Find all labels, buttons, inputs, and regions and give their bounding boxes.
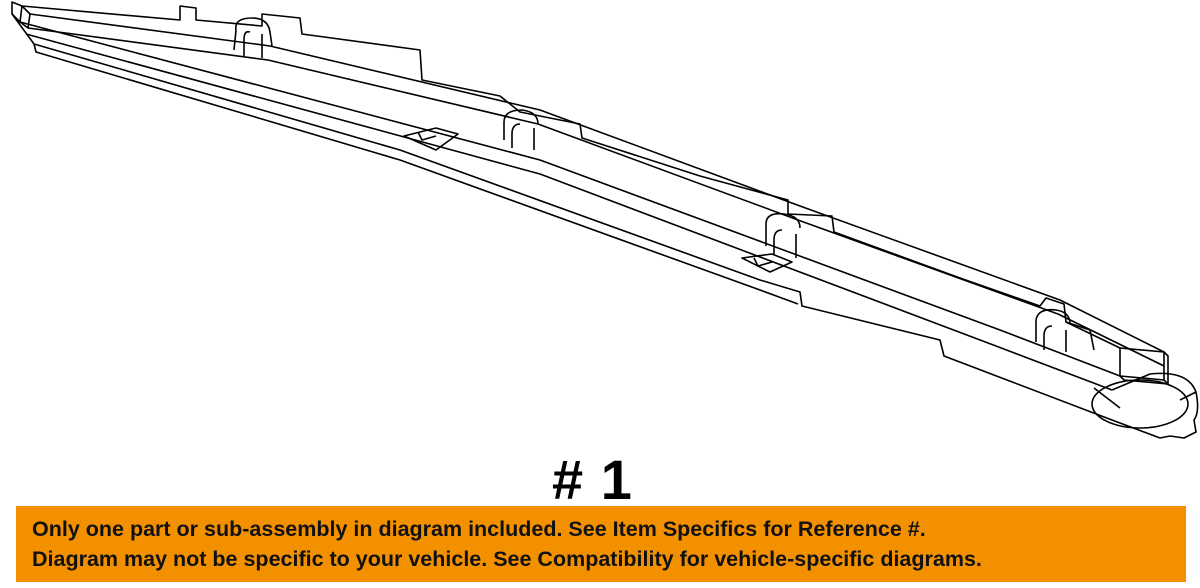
part-reference-number: # 1 — [552, 448, 633, 511]
disclaimer-line-1: Only one part or sub-assembly in diagram… — [32, 517, 926, 541]
disclaimer-banner: Only one part or sub-assembly in diagram… — [16, 506, 1186, 582]
disclaimer-line-2: Diagram may not be specific to your vehi… — [32, 547, 982, 571]
